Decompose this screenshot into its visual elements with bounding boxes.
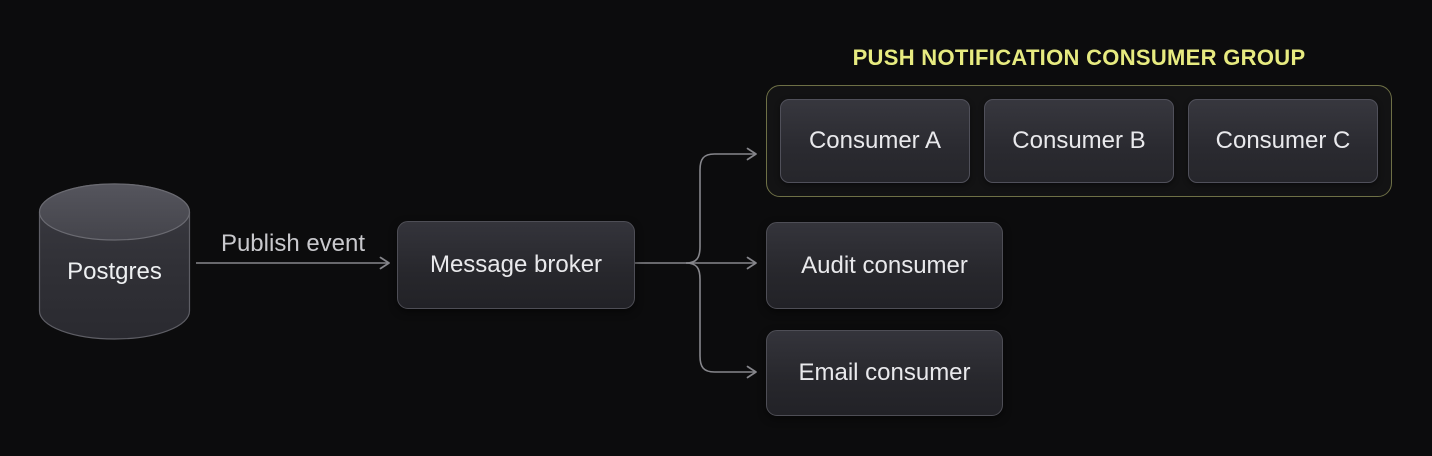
message-broker-node: Message broker <box>397 221 635 309</box>
edge-broker-to-email-arrow <box>685 262 757 379</box>
consumer-c-node-label: Consumer C <box>1215 127 1351 154</box>
publish-event-edge-label: Publish event <box>220 230 366 257</box>
edge-broker-to-group-arrow <box>685 147 757 264</box>
consumer-b-node: Consumer B <box>984 99 1174 183</box>
email-consumer-node-label: Email consumer <box>798 359 971 386</box>
email-consumer-node: Email consumer <box>766 330 1003 416</box>
consumer-a-node: Consumer A <box>780 99 970 183</box>
audit-consumer-node-label: Audit consumer <box>801 251 968 279</box>
consumer-group-title: PUSH NOTIFICATION CONSUMER GROUP <box>852 45 1306 70</box>
postgres-node-label: Postgres <box>67 258 162 285</box>
audit-consumer-node: Audit consumer <box>766 222 1003 309</box>
consumer-a-node-label: Consumer A <box>808 127 942 154</box>
consumer-c-node: Consumer C <box>1188 99 1378 183</box>
consumer-b-node-label: Consumer B <box>1012 127 1146 154</box>
push-notification-consumer-group: Consumer A Consumer B Consumer C <box>766 85 1392 197</box>
message-broker-node-label: Message broker <box>429 251 603 278</box>
